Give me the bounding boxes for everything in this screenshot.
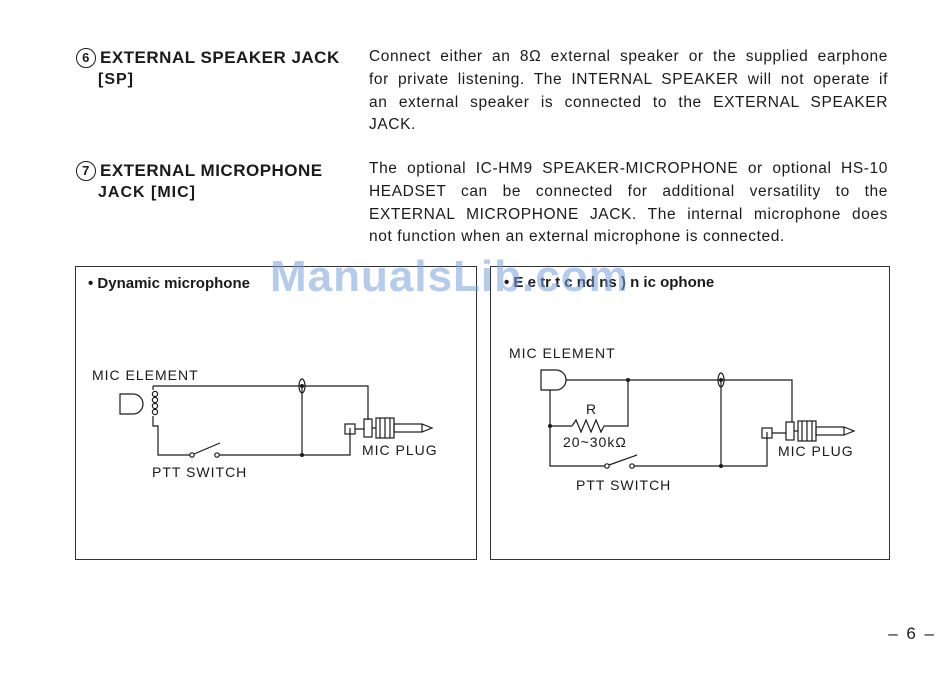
- electret-mic-element-label: MIC ELEMENT: [509, 345, 616, 361]
- electret-circuit: [540, 369, 856, 469]
- electret-mic-plug-label: MIC PLUG: [778, 443, 854, 459]
- electret-mic-element-icon: [540, 369, 567, 391]
- resistor-label: R: [586, 401, 598, 417]
- dynamic-mic-panel: [75, 266, 477, 560]
- electret-ptt-switch-label: PTT SWITCH: [576, 477, 672, 493]
- electret-ptt-switch-icon: [604, 454, 638, 469]
- section-7-subtitle: JACK [MIC]: [98, 184, 196, 201]
- section-7-number: 7: [76, 161, 96, 181]
- dynamic-mic-element-label: MIC ELEMENT: [92, 367, 199, 383]
- section-7-line-4: not function when an external microphone…: [369, 228, 785, 246]
- watermark: ManualsLib.com: [270, 252, 629, 301]
- section-7-line-2: HEADSET can be connected for additional …: [369, 182, 888, 200]
- section-6-line-4: JACK.: [369, 116, 416, 134]
- coil-icon: [151, 386, 159, 422]
- page-number: – 6 –: [888, 624, 936, 643]
- electret-mic-plug-icon: [761, 420, 856, 442]
- dynamic-circuit: [119, 378, 434, 458]
- section-6-description: Connect either an 8Ω external speaker or…: [369, 46, 888, 137]
- section-6-line-3: an external speaker is connected to the …: [369, 93, 888, 111]
- electret-panel-title: • E e tr t c nd ns ) n ic ophone: [504, 274, 715, 291]
- section-6-line-1: Connect either an 8Ω external speaker or…: [369, 48, 888, 65]
- dynamic-mic-element-icon: [119, 393, 144, 415]
- section-6-number: 6: [76, 48, 96, 68]
- resistor-icon: [571, 418, 605, 434]
- section-6-title: EXTERNAL SPEAKER JACK: [100, 48, 340, 67]
- dynamic-ptt-switch-label: PTT SWITCH: [152, 464, 248, 480]
- dynamic-ptt-switch-icon: [189, 442, 221, 458]
- electret-mic-panel: [490, 266, 890, 560]
- resistor-value-label: 20~30kΩ: [563, 434, 627, 450]
- section-6-line-2: for private listening. The INTERNAL SPEA…: [369, 70, 888, 88]
- dynamic-mic-plug-icon: [344, 417, 434, 439]
- section-7-description: The optional IC-HM9 SPEAKER-MICROPHONE o…: [369, 158, 888, 249]
- section-7-line-3: EXTERNAL MICROPHONE JACK. The internal m…: [369, 205, 888, 223]
- dynamic-mic-plug-label: MIC PLUG: [362, 442, 438, 458]
- section-7-title: EXTERNAL MICROPHONE: [100, 161, 323, 180]
- section-7-line-1: The optional IC-HM9 SPEAKER-MICROPHONE o…: [369, 160, 888, 177]
- section-6-subtitle: [SP]: [98, 71, 134, 88]
- dynamic-panel-title: • Dynamic microphone: [88, 275, 250, 292]
